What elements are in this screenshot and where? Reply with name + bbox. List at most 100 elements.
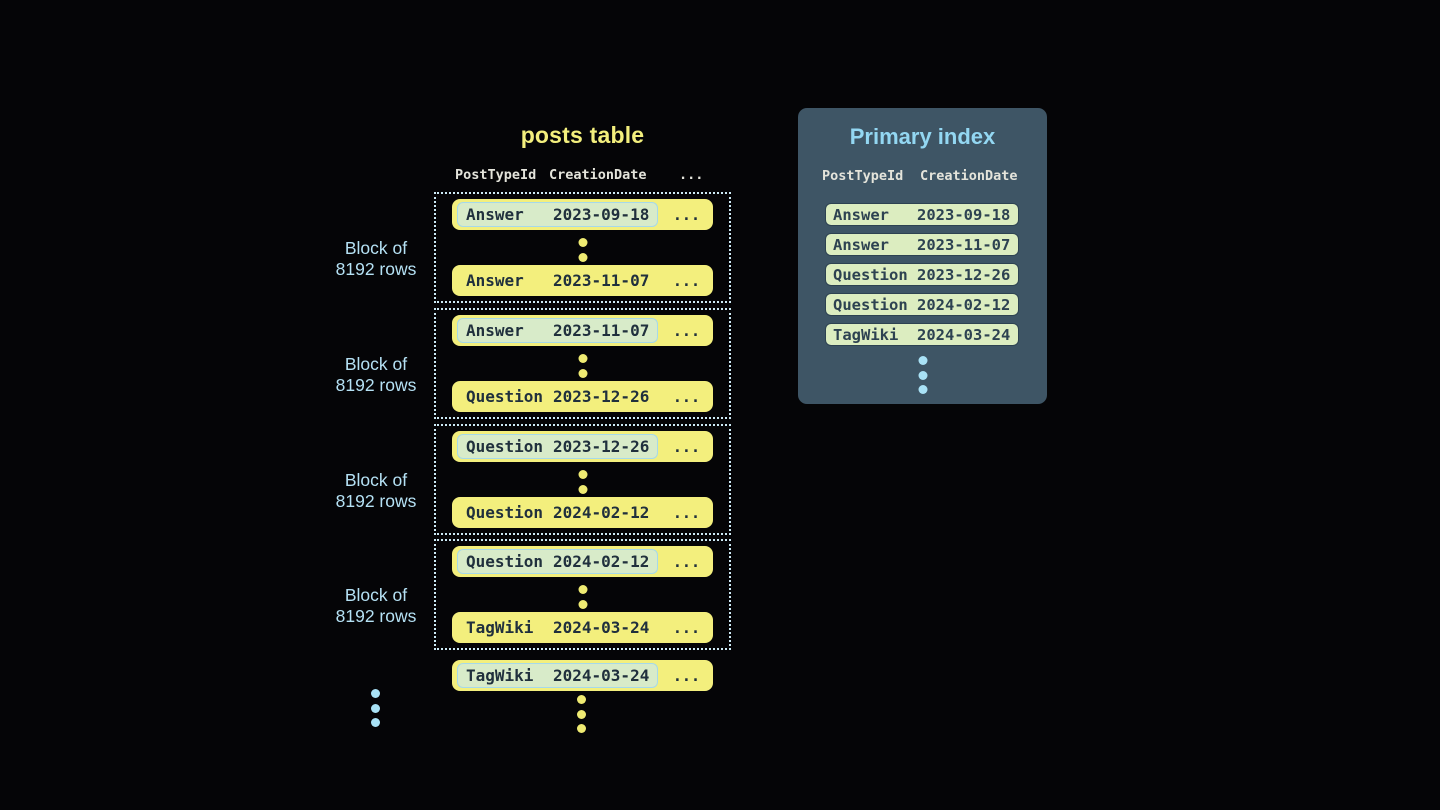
dot-icon — [918, 385, 927, 394]
block-size-label-line1: Block of — [344, 585, 408, 605]
creationdate-value: 2024-02-12 — [553, 552, 650, 571]
granule-block-1: Answer 2023-09-18 ... Answer 2023-11-07 … — [434, 192, 731, 303]
creationdate-value: 2023-09-18 — [553, 205, 650, 224]
block-size-label-line1: Block of — [344, 354, 408, 374]
index-entry: Answer 2023-11-07 — [825, 233, 1019, 256]
creationdate-value: 2023-11-07 — [917, 235, 1011, 254]
creationdate-value: 2023-12-26 — [917, 265, 1011, 284]
posttypeid-value: Answer — [833, 205, 889, 224]
block-size-label: Block of 8192 rows — [300, 470, 452, 512]
block-last-row: Answer 2023-11-07 ... — [452, 265, 713, 296]
creationdate-value: 2023-11-07 — [553, 271, 650, 290]
creationdate-value: 2024-02-12 — [553, 503, 650, 522]
block-first-row: Question 2024-02-12 ... — [452, 546, 713, 577]
posts-column-header-posttypeid: PostTypeId — [455, 167, 537, 183]
index-entry: TagWiki 2024-03-24 — [825, 323, 1019, 346]
index-column-header-creationdate: CreationDate — [920, 168, 1018, 184]
block-size-label: Block of 8192 rows — [300, 354, 452, 396]
dot-icon — [577, 724, 586, 733]
block-size-label: Block of 8192 rows — [300, 585, 452, 627]
posttypeid-value: Question — [833, 295, 908, 314]
index-highlight-pill: Question 2024-02-12 — [457, 549, 659, 574]
posts-table-title: posts table — [520, 122, 645, 148]
creationdate-value: 2023-12-26 — [553, 387, 650, 406]
dot-icon — [578, 585, 587, 594]
dot-icon — [578, 368, 587, 378]
dot-icon — [578, 484, 587, 494]
block-first-row: Question 2023-12-26 ... — [452, 431, 713, 462]
posttypeid-value: Answer — [466, 205, 524, 224]
dot-icon — [918, 370, 927, 380]
posts-column-header-creationdate: CreationDate — [549, 167, 647, 183]
block-size-label-line2: 8192 rows — [335, 259, 417, 279]
primary-index-panel: Primary index PostTypeId CreationDate An… — [798, 108, 1047, 404]
granule-block-4: Question 2024-02-12 ... TagWiki 2024-03-… — [434, 539, 731, 650]
posttypeid-value: Question — [466, 503, 544, 522]
creationdate-value: 2023-11-07 — [553, 321, 650, 340]
block-size-label: Block of 8192 rows — [300, 238, 452, 280]
posttypeid-value: TagWiki — [833, 325, 899, 344]
creationdate-value: 2023-12-26 — [553, 437, 650, 456]
index-highlight-pill: Answer 2023-11-07 — [457, 318, 659, 343]
index-highlight-pill: Question 2023-12-26 — [457, 434, 659, 459]
index-entry: Answer 2023-09-18 — [825, 203, 1019, 226]
dot-icon — [371, 703, 380, 713]
dot-icon — [371, 689, 380, 698]
posttypeid-value: Question — [466, 387, 544, 406]
posttypeid-value: Question — [466, 552, 544, 571]
dot-icon — [578, 470, 587, 479]
index-highlight-pill: Answer 2023-09-18 — [457, 202, 659, 227]
creationdate-value: 2024-02-12 — [917, 295, 1011, 314]
dot-icon — [577, 709, 586, 719]
dot-icon — [371, 718, 380, 727]
row-cells: Question 2023-12-26 — [457, 384, 658, 409]
blocks-continue-dots — [371, 689, 380, 727]
posttypeid-value: TagWiki — [466, 618, 534, 637]
row-ellipsis: ... — [672, 666, 700, 685]
row-ellipsis: ... — [672, 437, 700, 456]
block-first-row: Answer 2023-09-18 ... — [452, 199, 713, 230]
row-ellipsis: ... — [672, 503, 700, 522]
row-ellipsis: ... — [672, 552, 700, 571]
dot-icon — [918, 356, 927, 365]
granule-block-3: Question 2023-12-26 ... Question 2024-02… — [434, 424, 731, 535]
creationdate-value: 2024-03-24 — [553, 666, 650, 685]
creationdate-value: 2023-09-18 — [917, 205, 1011, 224]
index-continues-dots — [918, 356, 927, 394]
index-highlight-pill: TagWiki 2024-03-24 — [457, 663, 659, 688]
dot-icon — [578, 238, 587, 247]
row-ellipsis: ... — [672, 618, 700, 637]
row-ellipsis: ... — [672, 387, 700, 406]
posttypeid-value: Question — [466, 437, 544, 456]
table-rows-continue-dots — [577, 695, 586, 733]
row-cells: Answer 2023-11-07 — [457, 268, 658, 293]
block-last-row: Question 2023-12-26 ... — [452, 381, 713, 412]
block-size-label-line2: 8192 rows — [335, 375, 417, 395]
index-entry: Question 2024-02-12 — [825, 293, 1019, 316]
block-size-label-line2: 8192 rows — [335, 606, 417, 626]
block-size-label-line1: Block of — [344, 238, 408, 258]
dot-icon — [578, 599, 587, 609]
block-size-label-line2: 8192 rows — [335, 491, 417, 511]
row-cells: Question 2024-02-12 — [457, 500, 658, 525]
creationdate-value: 2024-03-24 — [553, 618, 650, 637]
row-cells: TagWiki 2024-03-24 — [457, 615, 658, 640]
row-ellipsis: ... — [672, 321, 700, 340]
posttypeid-value: Question — [833, 265, 908, 284]
index-entry: Question 2023-12-26 — [825, 263, 1019, 286]
row-ellipsis: ... — [672, 205, 700, 224]
row-ellipsis: ... — [672, 271, 700, 290]
posttypeid-value: Answer — [466, 271, 524, 290]
posttypeid-value: Answer — [833, 235, 889, 254]
index-column-header-posttypeid: PostTypeId — [822, 168, 904, 184]
block-first-row: Answer 2023-11-07 ... — [452, 315, 713, 346]
overflow-first-row: TagWiki 2024-03-24 ... — [452, 660, 713, 691]
dot-icon — [578, 354, 587, 363]
block-size-label-line1: Block of — [344, 470, 408, 490]
posttypeid-value: TagWiki — [466, 666, 534, 685]
block-last-row: TagWiki 2024-03-24 ... — [452, 612, 713, 643]
dot-icon — [578, 252, 587, 262]
dot-icon — [577, 695, 586, 704]
primary-index-title: Primary index — [849, 124, 996, 149]
